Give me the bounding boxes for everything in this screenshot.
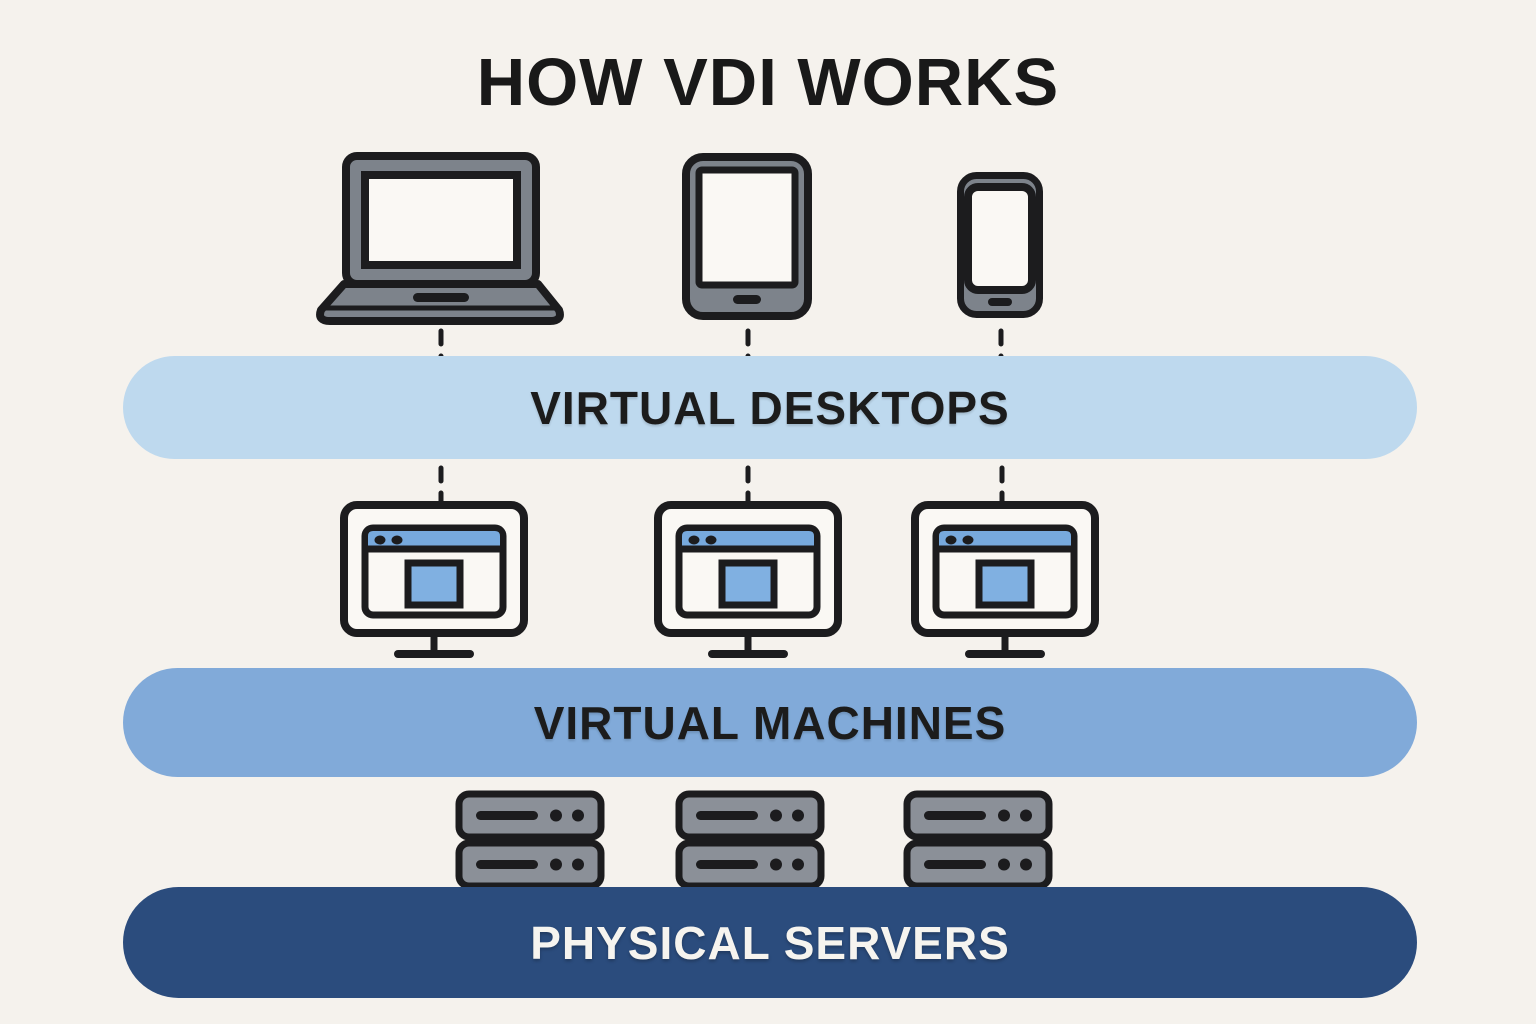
smartphone-icon <box>957 172 1043 318</box>
server-stack-icon <box>675 790 825 890</box>
virtual-machines-band: VIRTUAL MACHINES <box>123 668 1417 777</box>
server-stack-icon <box>903 790 1053 890</box>
physical-servers-band: PHYSICAL SERVERS <box>123 887 1417 998</box>
virtual-desktop-monitor-icon <box>911 501 1099 658</box>
laptop-icon <box>316 152 564 325</box>
virtual-desktops-label: VIRTUAL DESKTOPS <box>530 381 1010 434</box>
virtual-desktops-band: VIRTUAL DESKTOPS <box>123 356 1417 459</box>
diagram-title: HOW VDI WORKS <box>476 45 1060 120</box>
physical-servers-label: PHYSICAL SERVERS <box>530 916 1010 969</box>
server-stack-icon <box>455 790 605 890</box>
tablet-icon <box>682 153 812 320</box>
virtual-desktop-monitor-icon <box>654 501 842 658</box>
virtual-desktop-monitor-icon <box>340 501 528 658</box>
virtual-machines-label: VIRTUAL MACHINES <box>533 696 1007 749</box>
